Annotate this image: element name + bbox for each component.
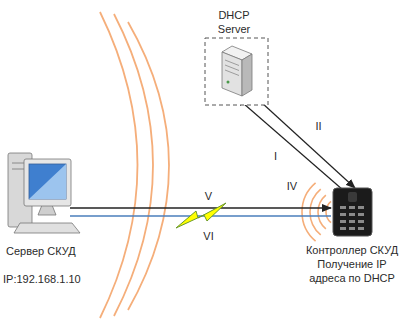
node-outline xyxy=(2,145,114,240)
callout-number: IV xyxy=(285,180,299,193)
lightning-bolt xyxy=(176,203,226,228)
node-note: Получение IP адреса по DHCP xyxy=(306,257,398,285)
connector-arrow xyxy=(236,97,343,190)
edge-label: II xyxy=(313,120,323,133)
edge-label: I xyxy=(272,149,279,162)
server-icon xyxy=(222,46,252,96)
wave-arc xyxy=(326,201,331,222)
acs-controller: Контроллер СКУДПолучение IP адреса по DH… xyxy=(302,186,402,285)
connector-arrow xyxy=(250,92,355,188)
computer-icon xyxy=(8,153,80,233)
node-outline xyxy=(302,186,402,241)
dhcp-server: DHCP Server xyxy=(198,4,270,108)
connector-arrow xyxy=(70,207,331,208)
node-title: Сервер СКУД xyxy=(6,244,114,258)
edge-label: V xyxy=(203,190,214,203)
wave-arc xyxy=(128,22,169,310)
node-title: Контроллер СКУД xyxy=(302,243,402,257)
node-heading: DHCP Server xyxy=(211,8,257,36)
dashed-frame xyxy=(205,38,268,105)
wave-arc xyxy=(100,12,138,318)
ip-address: IP:192.168.1.10 xyxy=(3,272,114,286)
wave-arc xyxy=(302,183,316,241)
wave-arc xyxy=(318,195,326,229)
wave-arc xyxy=(310,189,321,235)
edge-label: VI xyxy=(201,230,215,243)
controller-device xyxy=(333,188,372,236)
acs-server: Сервер СКУД IP:192.168.1.10 xyxy=(2,145,114,286)
